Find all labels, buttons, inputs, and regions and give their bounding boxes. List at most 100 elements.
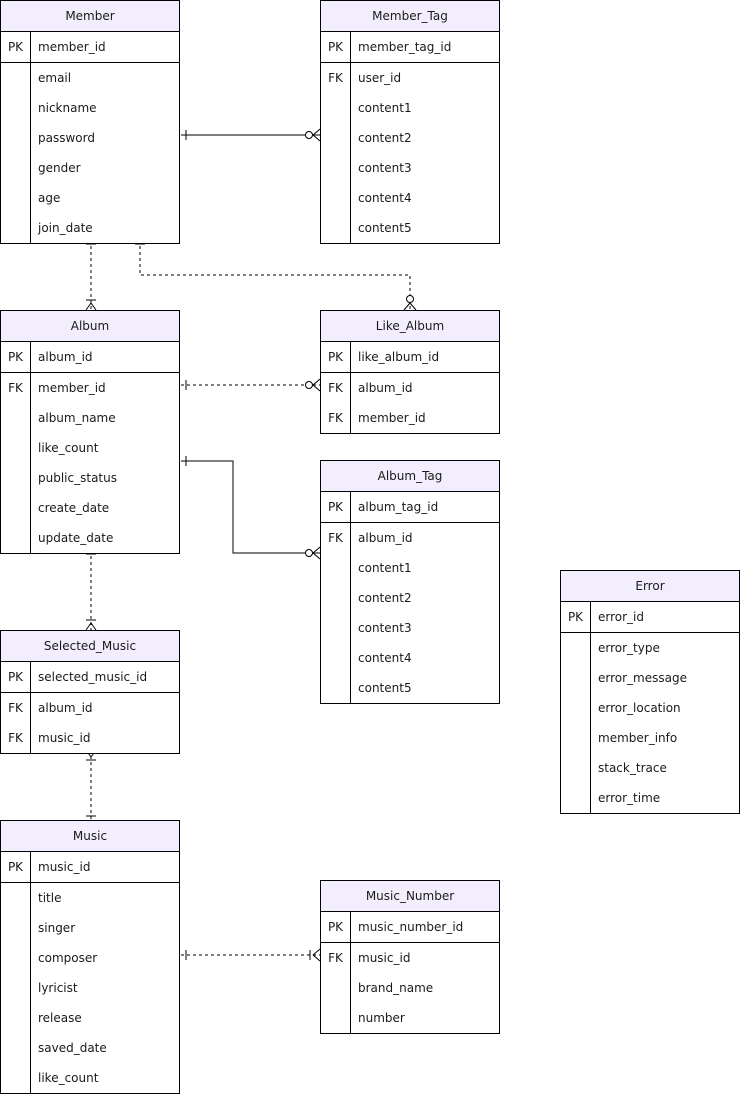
entity-title: Album_Tag	[321, 461, 499, 492]
key-label: PK	[1, 852, 31, 882]
attribute-row: update_date	[1, 523, 179, 553]
attribute-row: error_type	[561, 633, 739, 663]
key-label	[1, 1063, 31, 1093]
key-label	[1, 1003, 31, 1033]
key-label	[321, 213, 351, 243]
attribute-row: content5	[321, 673, 499, 703]
attribute-name: selected_music_id	[38, 670, 148, 684]
attribute-name: gender	[38, 161, 81, 175]
key-label	[321, 553, 351, 583]
attribute-row: stack_trace	[561, 753, 739, 783]
connector-album-selected-music	[85, 550, 97, 631]
attribute-name: content1	[358, 561, 412, 575]
key-label: PK	[1, 342, 31, 372]
attribute-row: content4	[321, 183, 499, 213]
key-label	[1, 63, 31, 93]
attribute-row: member_info	[561, 723, 739, 753]
attribute-name: update_date	[38, 531, 114, 545]
attribute-name: error_type	[598, 641, 660, 655]
attribute-name: nickname	[38, 101, 97, 115]
attribute-name: album_id	[38, 350, 93, 364]
attribute-row: content3	[321, 613, 499, 643]
key-label	[1, 523, 31, 553]
key-label: PK	[1, 32, 31, 62]
attribute-row: album_name	[1, 403, 179, 433]
key-label	[321, 673, 351, 703]
attribute-row: content4	[321, 643, 499, 673]
pk-row: PK album_tag_id	[321, 492, 499, 522]
connector-member-like-album	[135, 240, 417, 311]
attribute-name: stack_trace	[598, 761, 667, 775]
attribute-row: content1	[321, 93, 499, 123]
attribute-row: content3	[321, 153, 499, 183]
attribute-row: create_date	[1, 493, 179, 523]
attribute-name: error_id	[598, 610, 645, 624]
key-label	[1, 213, 31, 243]
attribute-name: public_status	[38, 471, 117, 485]
entity-title: Like_Album	[321, 311, 499, 342]
pk-row: PK member_tag_id	[321, 32, 499, 62]
key-label	[1, 93, 31, 123]
key-label	[561, 723, 591, 753]
attribute-name: music_id	[38, 731, 91, 745]
key-label	[1, 463, 31, 493]
attribute-name: saved_date	[38, 1041, 107, 1055]
attribute-name: content3	[358, 621, 412, 635]
attribute-row: content2	[321, 583, 499, 613]
key-label: FK	[1, 693, 31, 723]
key-label	[321, 153, 351, 183]
entity-title: Selected_Music	[1, 631, 179, 662]
attribute-name: release	[38, 1011, 82, 1025]
attribute-name: error_location	[598, 701, 681, 715]
attribute-name: error_time	[598, 791, 661, 805]
attribute-row: lyricist	[1, 973, 179, 1003]
pk-row: PK like_album_id	[321, 342, 499, 372]
connector-selected-music-music	[85, 749, 97, 820]
attribute-row: like_count	[1, 1063, 179, 1093]
attribute-row: release	[1, 1003, 179, 1033]
attribute-row: error_time	[561, 783, 739, 813]
entity-title: Error	[561, 571, 739, 602]
key-label: PK	[321, 492, 351, 522]
attribute-name: content2	[358, 591, 412, 605]
key-label	[1, 493, 31, 523]
key-label: PK	[321, 32, 351, 62]
connector-music-music-number	[181, 948, 321, 962]
key-label: FK	[321, 373, 351, 403]
attribute-row: number	[321, 1003, 499, 1033]
pk-row: PK music_id	[1, 852, 179, 882]
key-label	[321, 93, 351, 123]
attribute-name: email	[38, 71, 72, 85]
attribute-name: error_message	[598, 671, 687, 685]
key-label: FK	[321, 943, 351, 973]
entity-error[interactable]: Error PK error_id error_type error_messa…	[560, 570, 740, 814]
connector-album-album-tag	[181, 456, 321, 560]
entity-member[interactable]: Member PK member_id email nickname passw…	[0, 0, 180, 244]
key-label	[561, 693, 591, 723]
key-label: FK	[321, 403, 351, 433]
attribute-row: password	[1, 123, 179, 153]
attribute-row: title	[1, 883, 179, 913]
attribute-name: like_album_id	[358, 350, 440, 364]
attribute-row: FK member_id	[321, 403, 499, 433]
attribute-name: member_id	[358, 411, 426, 425]
key-label	[561, 663, 591, 693]
key-label: PK	[321, 912, 351, 942]
key-label: PK	[1, 662, 31, 692]
attribute-row: gender	[1, 153, 179, 183]
key-label	[321, 583, 351, 613]
entity-music[interactable]: Music PK music_id title singer composer …	[0, 820, 180, 1094]
key-label	[1, 403, 31, 433]
attribute-name: age	[38, 191, 61, 205]
entity-title: Member	[1, 1, 179, 32]
pk-row: PK selected_music_id	[1, 662, 179, 692]
